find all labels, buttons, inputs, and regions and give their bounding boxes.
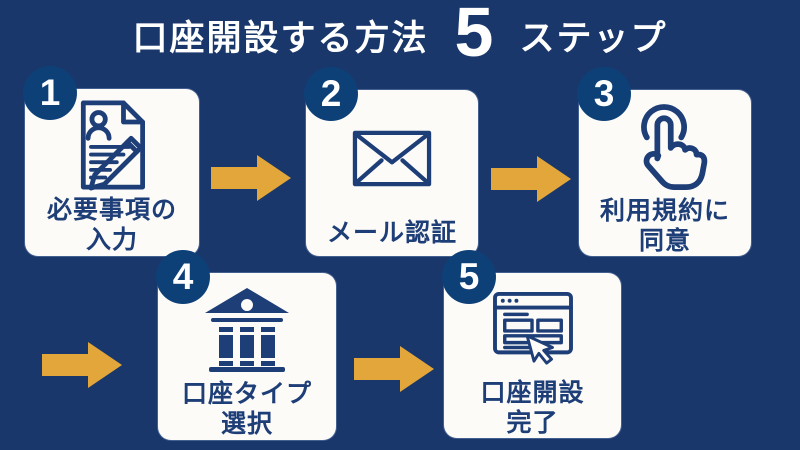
step-badge-3: 3 [577,67,631,121]
step-label-1: 必要事項の 入力 [47,195,177,255]
step-badge-1: 1 [23,66,77,120]
step-label-line: 利用規約に [599,197,730,225]
step-badge-5: 5 [442,250,496,304]
tap-finger-icon [621,100,709,192]
step-card-3: 3 利用規約に 同意 [577,67,751,256]
envelope-icon [352,112,432,204]
step-label-line: 完了 [506,409,559,437]
arrow-right-icon [42,342,122,388]
step-label-line: 口座開設 [480,379,585,407]
step-label-line: 同意 [638,227,691,255]
title-suffix: ステップ [519,18,668,58]
arrow-right-icon [354,346,434,392]
step-count: 5 [454,0,494,71]
step-label-5: 口座開設 完了 [480,378,584,438]
step-label-2: メール認証 [327,218,457,248]
arrow-right-icon [211,155,291,201]
arrow-right-icon [491,156,571,202]
step-label-line: 必要事項の [46,196,177,224]
step-label-line: メール認証 [326,219,457,247]
browser-complete-icon [492,283,574,374]
step-label-line: 口座タイプ [181,380,312,408]
step-label-3: 利用規約に 同意 [600,196,730,256]
step-card-1: 1 必要事項の 入力 [23,66,199,256]
step-card-4: 4 口座タイプ 選択 [156,250,336,440]
step-card-2: 2 メール認証 [304,67,478,256]
title-prefix: 口座開設する方法 [132,18,429,58]
step-badge-4: 4 [156,250,210,304]
step-label-4: 口座タイプ 選択 [182,379,312,439]
step-label-line: 入力 [85,226,138,254]
page-title: 口座開設する方法 5 ステップ [0,0,800,71]
step-card-5: 5 口座開設 完了 [442,250,621,438]
step-badge-2: 2 [304,67,358,121]
step-label-line: 選択 [220,410,273,438]
bank-icon [202,283,292,375]
form-pencil-icon [68,99,156,191]
